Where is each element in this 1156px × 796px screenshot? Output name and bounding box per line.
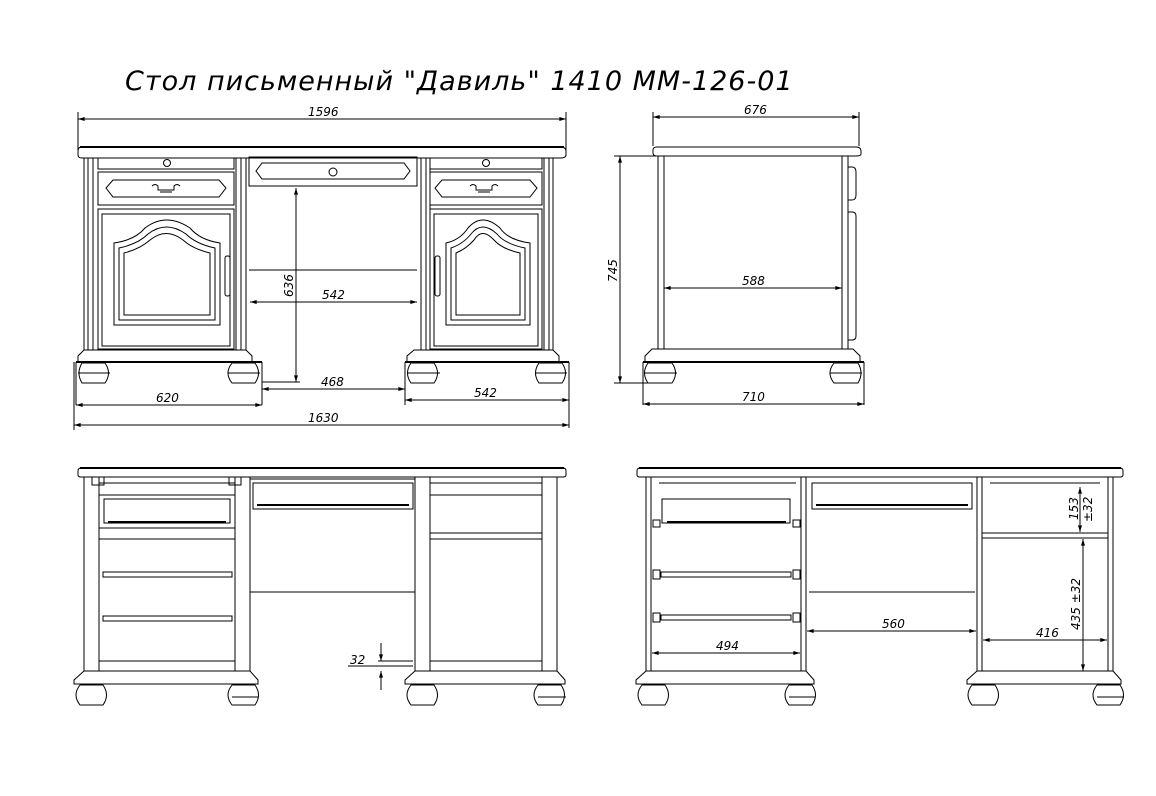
- dim-right-pedestal: 542: [474, 386, 497, 400]
- dim-base-width: 1630: [308, 411, 339, 425]
- front-view: 1596 636 542 468 620 542 1630: [73, 105, 570, 430]
- front-open-view-left: 32: [73, 467, 567, 706]
- dim-right-inner-width: 416: [1036, 626, 1059, 640]
- dim-middle-inner-width: 560: [882, 617, 905, 631]
- dim-plinth-offset: 32: [350, 653, 365, 667]
- side-view: 676 745 588 710: [606, 103, 865, 406]
- dim-top-depth: 676: [744, 103, 767, 117]
- drawing-title: Стол письменный "Давиль" 1410 ММ-126-01: [125, 66, 794, 97]
- dim-upper-shelf-tolerance: ±32: [1081, 497, 1095, 522]
- dim-knee-width: 542: [322, 288, 345, 302]
- dim-upper-shelf-height: 153: [1067, 497, 1081, 520]
- dim-inner-depth: 588: [742, 274, 765, 288]
- dim-lower-shelf-height: 435 ±32: [1069, 578, 1083, 630]
- dim-knee-height: 636: [282, 274, 296, 297]
- dim-height: 745: [606, 259, 620, 282]
- dim-left-pedestal: 620: [156, 391, 179, 405]
- dim-left-inner-width: 494: [716, 639, 739, 653]
- dim-plinth-gap: 468: [321, 375, 344, 389]
- dim-base-depth: 710: [742, 390, 765, 404]
- front-open-view-right: 494 560 416 153 ±32 435 ±32: [635, 467, 1124, 706]
- dim-top-width: 1596: [308, 105, 339, 119]
